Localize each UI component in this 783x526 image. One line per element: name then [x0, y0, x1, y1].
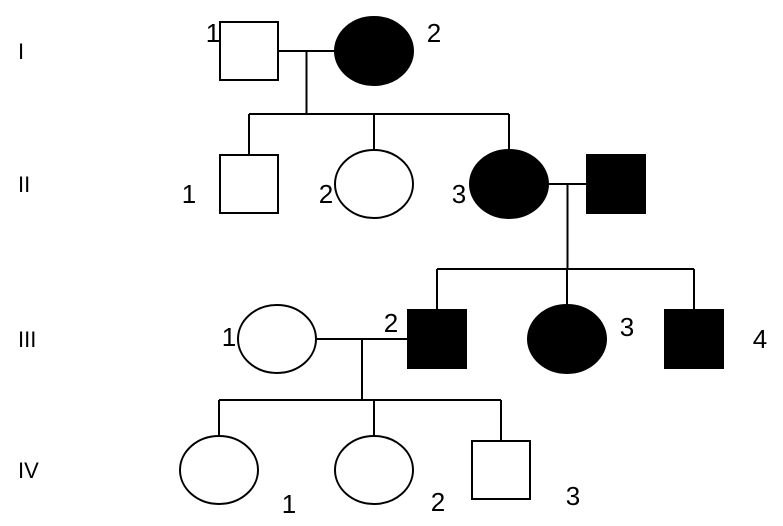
- individual-number: 2: [431, 487, 445, 517]
- unaffected-male-square: [219, 154, 279, 214]
- unaffected-female-circle: [334, 149, 414, 219]
- unaffected-male-square: [471, 440, 531, 500]
- generation-label-iii: III: [18, 327, 36, 352]
- unaffected-female-circle: [237, 304, 317, 374]
- individual-number: 1: [206, 18, 220, 48]
- unaffected-male-square: [219, 21, 279, 81]
- affected-female-circle: [527, 304, 607, 374]
- affected-male-square: [407, 309, 467, 369]
- individual-iv-1: 1: [179, 435, 296, 519]
- affected-male-square: [586, 154, 646, 214]
- individual-number: 1: [182, 179, 196, 209]
- pedigree-individuals: 1 2 1 2 3 1 2 3 4 1 2 3: [179, 16, 767, 519]
- individual-number: 3: [566, 481, 580, 511]
- individual-number: 2: [319, 179, 333, 209]
- individual-ii-2: 2: [319, 149, 414, 219]
- pedigree-lines: [218, 50, 695, 441]
- generation-label-iv: IV: [18, 458, 39, 483]
- individual-i-1: 1: [206, 18, 279, 81]
- individual-number: 2: [384, 308, 398, 338]
- unaffected-female-circle: [334, 435, 414, 505]
- individual-number: 4: [753, 324, 767, 354]
- individual-number: 3: [452, 179, 466, 209]
- individual-number: 1: [282, 489, 296, 519]
- individual-i-2: 2: [334, 16, 441, 86]
- individual-iii-4: 4: [664, 309, 767, 369]
- individual-iv-3: 3: [471, 440, 580, 511]
- individual-number: 1: [222, 322, 236, 352]
- generation-label-ii: II: [18, 172, 30, 197]
- individual-ii-1: 1: [182, 154, 279, 214]
- generation-label-i: I: [18, 39, 24, 64]
- affected-female-circle: [334, 16, 414, 86]
- individual-iii-1: 1: [222, 304, 317, 374]
- individual-number: 2: [427, 18, 441, 48]
- unaffected-female-circle: [179, 435, 259, 505]
- individual-ii-3: 3: [452, 149, 549, 219]
- individual-iii-3: 3: [527, 304, 634, 374]
- affected-male-square: [664, 309, 724, 369]
- individual-iii-2: 2: [384, 308, 467, 369]
- individual-number: 3: [620, 312, 634, 342]
- individual-iv-2: 2: [334, 435, 445, 517]
- affected-female-circle: [469, 149, 549, 219]
- individual-ii-4: [586, 154, 646, 214]
